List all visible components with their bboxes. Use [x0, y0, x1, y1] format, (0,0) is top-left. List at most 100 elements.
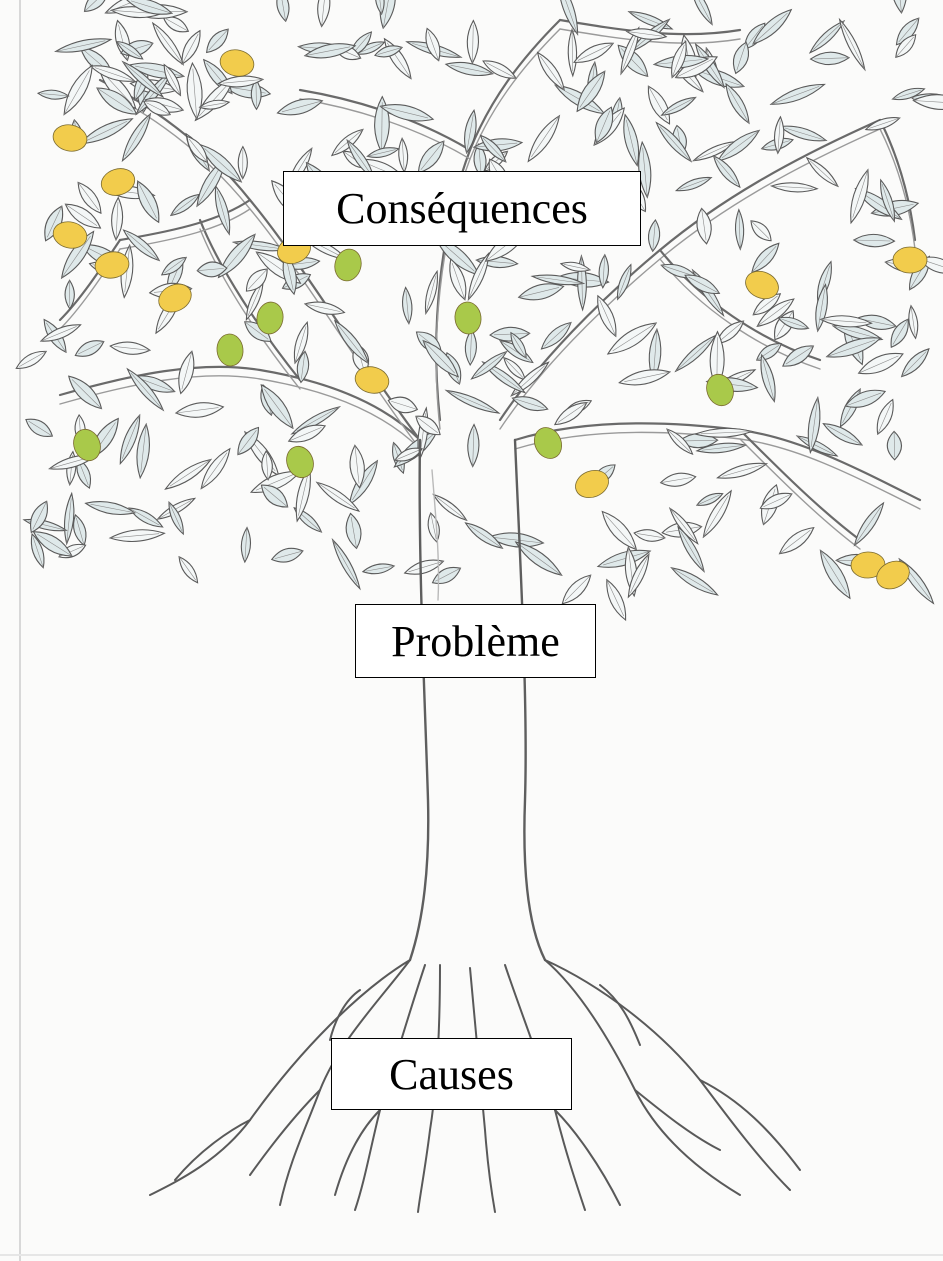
leaf-vein: [688, 276, 720, 294]
leaf-vein: [718, 320, 744, 342]
leaf-vein: [606, 579, 624, 617]
leaf-vein: [605, 515, 637, 550]
leaf-vein: [470, 329, 472, 362]
leaf: [276, 0, 290, 23]
leaf-vein: [892, 319, 909, 345]
leaf-vein: [579, 71, 606, 108]
leaf-vein: [116, 41, 141, 58]
leaf-vein: [381, 102, 383, 153]
leaf-vein: [531, 115, 560, 158]
green-fruit: [286, 445, 314, 479]
leaf-vein: [248, 268, 268, 290]
leaf-vein: [192, 68, 198, 120]
tree-trunk: [408, 438, 547, 962]
yellow-fruit: [100, 168, 136, 196]
leaf-vein: [841, 24, 866, 70]
leaf-vein: [750, 220, 770, 239]
leaf-vein: [660, 477, 693, 483]
leaf-vein: [671, 44, 685, 78]
green-fruit: [454, 301, 482, 335]
leaf-vein: [121, 414, 140, 459]
leaf: [690, 0, 713, 26]
leaf-vein: [204, 148, 242, 183]
leaf-vein: [666, 428, 691, 452]
leaf-vein: [435, 567, 461, 582]
leaf-vein: [338, 324, 369, 364]
leaf-vein: [408, 560, 444, 573]
leaf-vein: [757, 301, 791, 327]
leaf-vein: [881, 183, 895, 222]
yellow-fruit: [94, 251, 130, 279]
leaf-vein: [200, 452, 228, 489]
causes-label: Causes: [331, 1038, 572, 1110]
leaf-vein: [675, 338, 712, 372]
leaf-vein: [756, 345, 780, 361]
leaf-vein: [511, 365, 545, 396]
consequences-label: Conséquences: [283, 171, 641, 246]
leaf-vein: [512, 335, 527, 359]
leaf-vein: [671, 567, 714, 593]
leaf-vein: [425, 275, 437, 314]
yellow-fruit: [892, 246, 928, 274]
leaf-vein: [137, 180, 157, 219]
leaf-vein: [71, 379, 102, 409]
leaf-vein: [680, 531, 705, 572]
leaf-vein: [188, 138, 208, 163]
leaf-vein: [394, 449, 420, 461]
leaf-vein: [436, 496, 467, 521]
leaf-vein: [32, 501, 47, 530]
leaf-vein: [94, 67, 135, 82]
leaf-vein: [168, 502, 183, 531]
leaf-vein: [813, 20, 845, 50]
leaf-vein: [869, 117, 900, 129]
leaf-vein: [110, 533, 160, 539]
leaf-vein: [753, 295, 778, 316]
leaf-vein: [901, 351, 927, 377]
leaf-vein: [784, 127, 827, 141]
leaf-vein: [781, 318, 809, 329]
leaf-vein: [294, 326, 307, 364]
leaf-vein: [76, 517, 85, 546]
leaf-vein: [208, 28, 229, 51]
leaf-vein: [40, 326, 77, 342]
leaf-vein: [898, 17, 920, 43]
leaf-vein: [135, 65, 184, 77]
leaf-vein: [637, 533, 665, 539]
leaf-vein: [65, 203, 98, 226]
green-fruit: [533, 427, 563, 459]
leaf-vein: [810, 397, 819, 447]
leaf-vein: [346, 140, 372, 176]
leaf-vein: [785, 345, 814, 365]
leaf-vein: [700, 431, 752, 435]
leaf-vein: [377, 47, 403, 55]
leaf-vein: [896, 0, 902, 13]
leaf-vein: [474, 351, 507, 377]
leaf-vein: [620, 32, 638, 75]
leaf-vein: [170, 196, 197, 216]
leaf-vein: [446, 390, 494, 412]
leaf-vein: [96, 87, 133, 112]
leaf-vein: [518, 287, 560, 298]
leaf: [83, 0, 109, 13]
leaf-vein: [503, 357, 524, 378]
problem-label: Problème: [355, 604, 596, 678]
tree-fruits: [52, 49, 928, 590]
leaf-vein: [90, 503, 135, 514]
leaf-vein: [472, 24, 474, 64]
leaf-vein: [332, 539, 358, 584]
yellow-fruit: [354, 366, 390, 394]
leaf-vein: [137, 377, 175, 392]
leaf-vein: [427, 31, 439, 61]
leaf-vein: [264, 389, 294, 429]
leaf-vein: [221, 234, 256, 274]
leaf-vein: [84, 0, 106, 12]
leaf-vein: [751, 246, 777, 273]
leaf-vein: [146, 102, 171, 115]
leaf-vein: [596, 110, 611, 143]
leaf-vein: [820, 319, 867, 324]
leaf-vein: [540, 56, 565, 91]
yellow-fruit: [575, 469, 609, 499]
leaf-vein: [469, 525, 503, 549]
leaf-vein: [41, 93, 69, 97]
leaf-vein: [563, 264, 591, 271]
